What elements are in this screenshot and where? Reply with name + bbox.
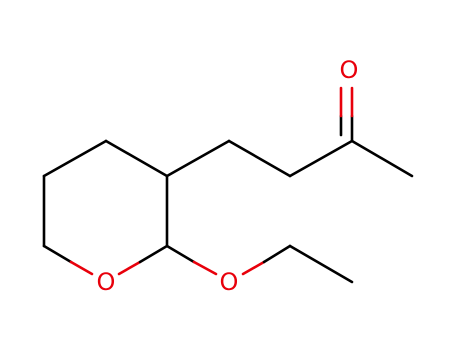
- bond-cb-ccarbonyl: [288, 139, 354, 178]
- bond-c2-oether-red: [192, 260, 218, 276]
- bond-c2-oether-black: [165, 244, 196, 264]
- ring-bond-c6-o-black: [42, 244, 73, 264]
- ring-bond-c4-c3: [104, 139, 169, 178]
- ethoxy-group: [165, 244, 354, 284]
- atom-o-ether: O: [220, 268, 239, 296]
- ring-bond-o-c2-black: [138, 244, 169, 264]
- bond-oether-ch2-red: [241, 260, 266, 276]
- ring-bond-c6-o-red: [69, 260, 94, 276]
- atom-o-ring: O: [97, 268, 116, 296]
- bond-oether-ch2-black: [262, 244, 292, 264]
- atom-o-ketone: O: [340, 56, 359, 84]
- butanone-chain: [165, 86, 414, 178]
- bond-ca-cb: [227, 139, 292, 178]
- bond-c3-ca: [165, 139, 231, 178]
- tetrahydropyran-ring: [42, 139, 169, 276]
- bond-ccarbonyl-ch3: [350, 139, 414, 178]
- ring-bond-c5-c4: [42, 139, 108, 178]
- bond-ch2-ch3: [288, 244, 354, 284]
- ring-bond-o-c2-red: [117, 260, 142, 276]
